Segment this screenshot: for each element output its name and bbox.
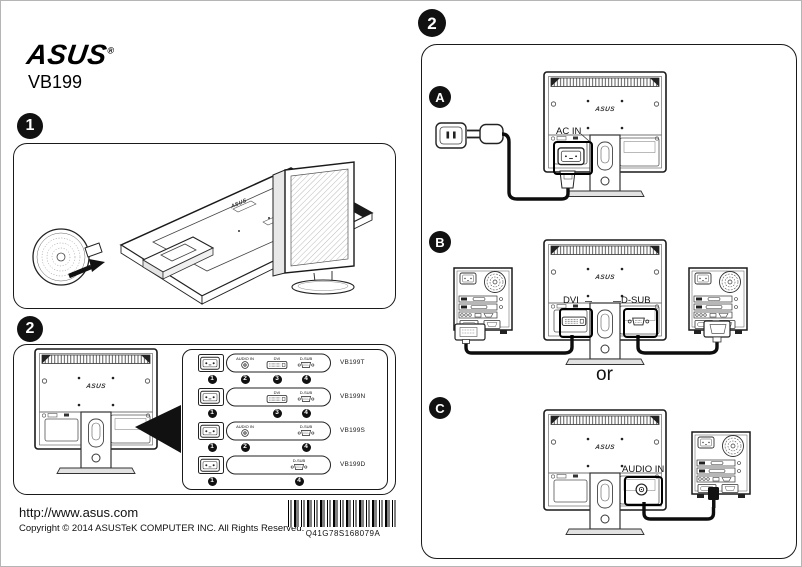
monitor-logo: ASUS bbox=[594, 274, 616, 281]
vga-cable bbox=[636, 335, 719, 355]
port-label-audio: AUDIO IN bbox=[236, 355, 254, 361]
power-cable bbox=[501, 132, 570, 201]
section-b-badge: B bbox=[429, 231, 451, 253]
port-num: 1 bbox=[207, 375, 217, 384]
video-connection-illustration bbox=[453, 239, 748, 366]
port-label-dsub: D-SUB bbox=[299, 355, 313, 361]
port-num: 4 bbox=[294, 477, 304, 486]
asus-logo-text: ASUS bbox=[24, 39, 110, 70]
registered-mark: ® bbox=[106, 45, 116, 56]
port-label-dsub: D-SUB bbox=[299, 389, 313, 395]
port-num: 4 bbox=[301, 409, 311, 418]
ports-panel bbox=[13, 344, 396, 495]
monitor-logo: ASUS bbox=[85, 383, 107, 390]
monitor-logo: ASUS bbox=[594, 444, 616, 451]
port-label-dvi: DVI bbox=[273, 355, 281, 361]
dvi-port-highlight bbox=[559, 308, 593, 338]
section-a-badge: A bbox=[429, 86, 451, 108]
audio-cable bbox=[642, 502, 716, 521]
monitor-logo: ASUS bbox=[594, 106, 616, 113]
callout-triangle bbox=[135, 405, 181, 453]
audio-connection-illustration bbox=[543, 409, 751, 536]
port-num: 3 bbox=[272, 375, 282, 384]
ac-in-port-highlight bbox=[553, 141, 593, 175]
port-num: 4 bbox=[301, 375, 311, 384]
power-connection-illustration bbox=[435, 71, 667, 201]
port-label-dsub: D-SUB bbox=[292, 457, 306, 463]
port-num: 1 bbox=[207, 477, 217, 486]
attach-arrow-icon bbox=[68, 264, 92, 279]
port-num: 2 bbox=[240, 443, 250, 452]
asus-url: http://www.asus.com bbox=[19, 505, 139, 520]
audio-in-label: AUDIO IN bbox=[622, 464, 665, 475]
dvi-cable bbox=[464, 335, 574, 355]
port-num: 3 bbox=[272, 409, 282, 418]
model-name: VB199 bbox=[28, 72, 83, 92]
port-num: 1 bbox=[207, 443, 217, 452]
connection-panel bbox=[421, 44, 797, 559]
port-num: 4 bbox=[301, 443, 311, 452]
model-port-strips bbox=[198, 353, 331, 475]
barcode bbox=[288, 500, 398, 527]
model-strips-box bbox=[182, 349, 388, 490]
dvi-label: DVI bbox=[563, 295, 579, 306]
step2-left-badge: 2 bbox=[17, 316, 43, 342]
model-row-name: VB199S bbox=[340, 427, 366, 434]
model-row-name: VB199N bbox=[340, 393, 366, 400]
dsub-port-highlight bbox=[623, 308, 658, 338]
copyright-text: Copyright © 2014 ASUSTeK COMPUTER INC. A… bbox=[19, 523, 305, 534]
barcode-number: Q41G78S168079A bbox=[305, 529, 381, 538]
port-label-audio: AUDIO IN bbox=[236, 423, 254, 429]
or-label: or bbox=[596, 364, 613, 385]
model-row-name: VB199D bbox=[340, 461, 366, 468]
asus-logo: ASUS® bbox=[25, 39, 116, 71]
dsub-label: D-SUB bbox=[621, 295, 651, 306]
assembly-panel bbox=[13, 143, 396, 309]
audio-in-port-highlight bbox=[624, 476, 663, 506]
port-label-dsub: D-SUB bbox=[299, 423, 313, 429]
step1-badge: 1 bbox=[17, 113, 43, 139]
wall-outlet-icon bbox=[435, 122, 467, 149]
dvi-plug-icon bbox=[454, 323, 486, 341]
port-num: 1 bbox=[207, 409, 217, 418]
step2-right-badge: 2 bbox=[418, 9, 446, 37]
port-num: 2 bbox=[240, 375, 250, 384]
ac-in-label: AC IN bbox=[556, 126, 582, 137]
model-row-name: VB199T bbox=[340, 359, 365, 366]
monitor-assembly-illustration bbox=[32, 161, 374, 305]
monitor-rear-overview bbox=[34, 348, 181, 475]
port-label-dvi: DVI bbox=[273, 389, 281, 395]
audio-plug-icon bbox=[708, 487, 719, 500]
section-c-badge: C bbox=[429, 397, 451, 419]
